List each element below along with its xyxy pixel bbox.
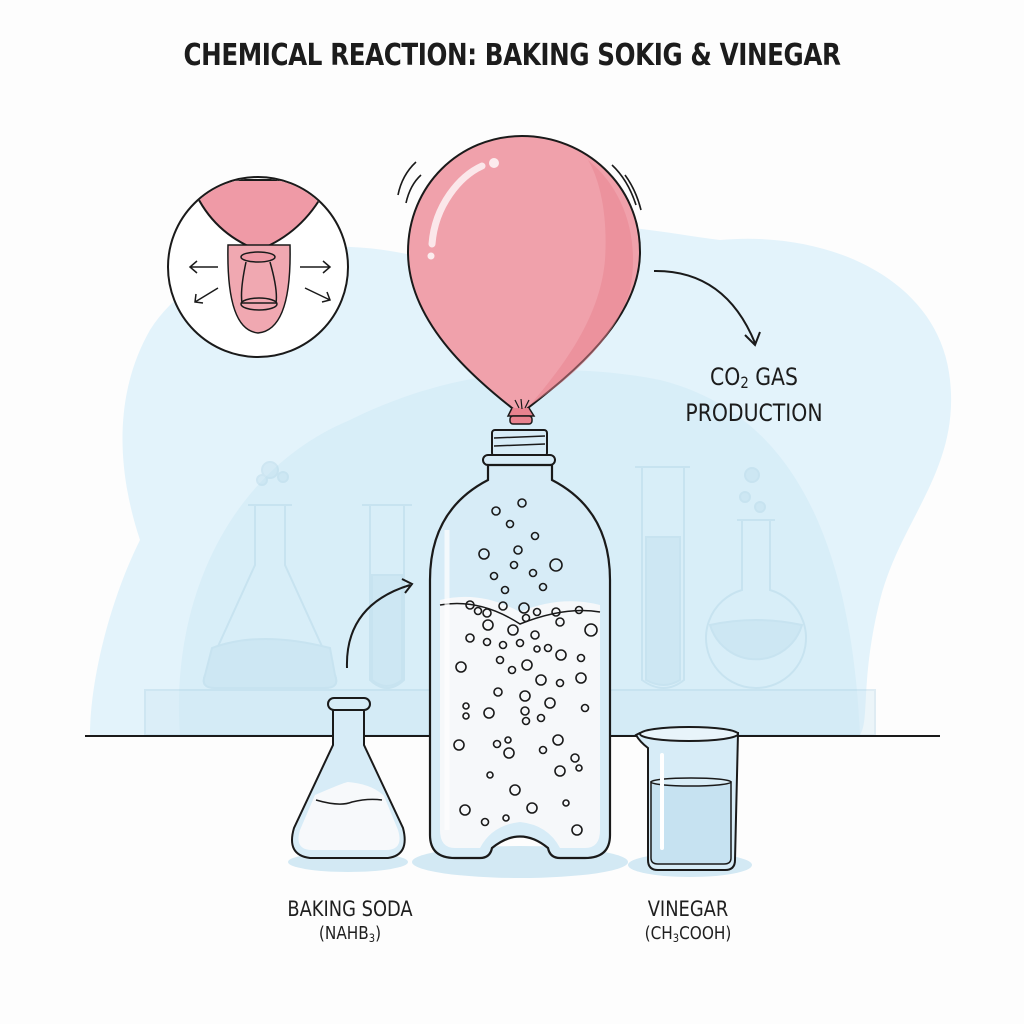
vinegar-name: VINEGAR [647, 897, 729, 921]
formula-subscript: 3 [672, 931, 680, 945]
vinegar-label: VINEGAR (CH3COOH) [629, 896, 748, 950]
co2-label-prefix: CO [710, 363, 741, 391]
production-label: PRODUCTION [685, 399, 823, 427]
gas-arrow [653, 269, 761, 347]
inflated-balloon [397, 134, 642, 425]
balloon-neck-inset [167, 176, 349, 358]
wobble-lines [397, 161, 642, 211]
add-arrow [345, 578, 414, 669]
formula-prefix: (NAHB [318, 923, 369, 944]
co2-bubbles [453, 498, 598, 836]
baking-soda-flask [288, 697, 408, 872]
co2-label-suffix: GAS [748, 363, 798, 391]
vinegar-formula: (CH3COOH) [629, 922, 748, 950]
formula-subscript: 3 [368, 931, 376, 945]
background-glassware [144, 461, 876, 736]
formula-suffix: COOH) [679, 923, 732, 944]
plastic-bottle [412, 429, 628, 878]
formula-prefix: (CH [644, 923, 673, 944]
formula-suffix: ) [375, 923, 382, 944]
baking-soda-name: BAKING SODA [287, 897, 413, 921]
baking-soda-label: BAKING SODA (NAHB3) [282, 896, 418, 950]
diagram-title: CHEMICAL REACTION: BAKING SOKIG & VINEGA… [183, 38, 841, 73]
baking-soda-formula: (NAHB3) [282, 922, 418, 950]
expansion-arrows [188, 260, 332, 304]
vinegar-beaker [628, 726, 752, 877]
co2-subscript: 2 [740, 374, 749, 392]
co2-gas-annotation: CO2 GAS PRODUCTION [678, 362, 831, 428]
